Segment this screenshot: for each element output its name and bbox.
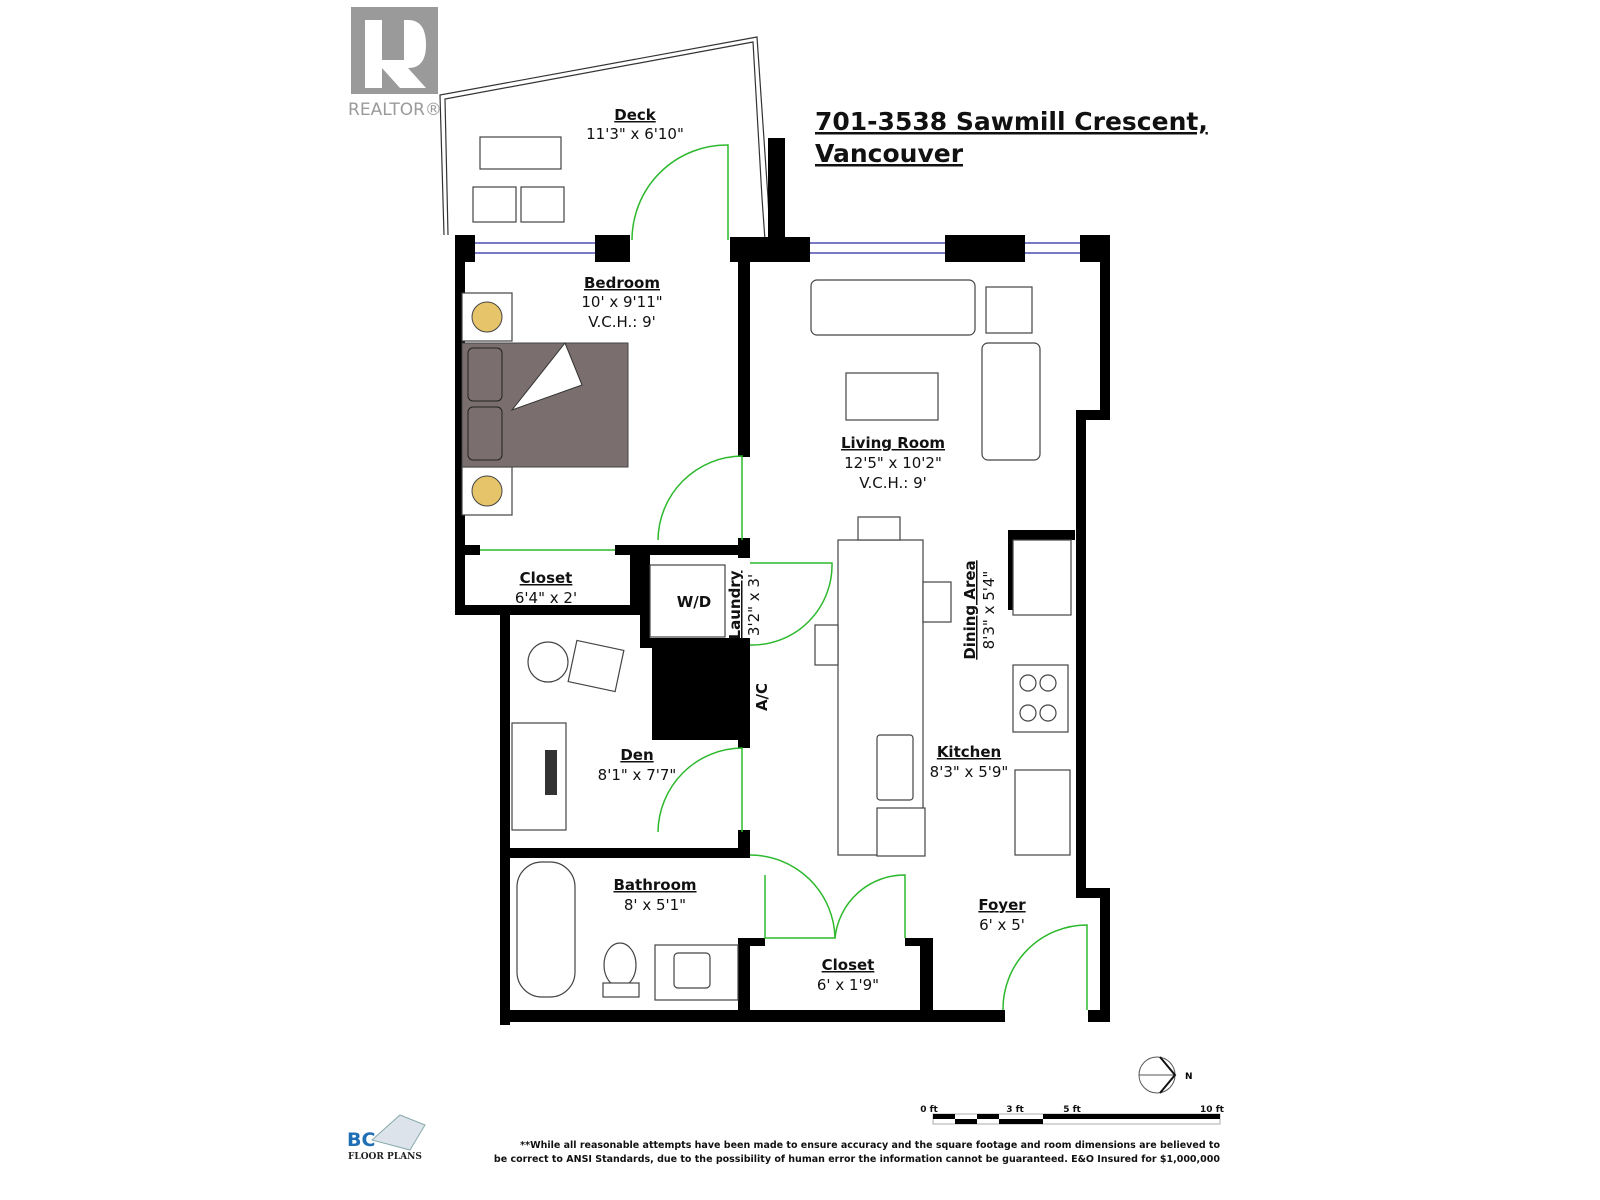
bedroom-ceiling: V.C.H.: 9' <box>588 313 656 331</box>
laundry-dims: 3'2" x 3' <box>745 574 763 636</box>
realtor-logo-text: REALTOR® <box>348 100 442 120</box>
scale-label: 5 ft <box>1063 1105 1081 1115</box>
scale-label: 0 ft <box>920 1105 938 1115</box>
foyer-closet-label: Closet <box>822 956 875 974</box>
dining-area-dims: 8'3" x 5'4" <box>980 571 998 650</box>
disclaimer-line-2: be correct to ANSI Standards, due to the… <box>494 1154 1220 1165</box>
washer-dryer-label: W/D <box>677 593 711 611</box>
scale-label: 10 ft <box>1200 1105 1225 1115</box>
bedroom-closet-label: Closet <box>520 569 573 587</box>
deck-dims: 11'3" x 6'10" <box>586 125 684 143</box>
dining-area-label: Dining Area <box>961 560 979 659</box>
doors <box>480 455 1088 1011</box>
den-dims: 8'1" x 7'7" <box>598 766 677 784</box>
compass-icon: N <box>1138 1056 1193 1094</box>
bedroom-dims: 10' x 9'11" <box>581 293 662 311</box>
bathroom-label: Bathroom <box>613 876 696 894</box>
foyer-label: Foyer <box>978 896 1026 914</box>
living-room-dims: 12'5" x 10'2" <box>844 454 942 472</box>
deck <box>439 36 771 241</box>
foyer-dims: 6' x 5' <box>979 916 1025 934</box>
bedroom-label: Bedroom <box>584 274 660 292</box>
compass-north-label: N <box>1185 1072 1193 1082</box>
disclaimer-line-1: **While all reasonable attempts have bee… <box>520 1140 1220 1151</box>
address-line-2: Vancouver <box>815 139 964 168</box>
foyer-closet-dims: 6' x 1'9" <box>817 976 879 994</box>
den-label: Den <box>620 746 653 764</box>
living-room-ceiling: V.C.H.: 9' <box>859 474 927 492</box>
furniture <box>461 279 1072 1001</box>
kitchen-dims: 8'3" x 5'9" <box>930 763 1009 781</box>
living-room-label: Living Room <box>841 434 945 452</box>
bc-floor-plans-logo: BC FLOOR PLANS <box>347 1114 426 1162</box>
ac-label: A/C <box>753 683 771 711</box>
address-line-1: 701-3538 Sawmill Crescent, <box>815 107 1208 136</box>
bedroom-closet-dims: 6'4" x 2' <box>515 589 577 607</box>
scale-bar: 0 ft 3 ft 5 ft 10 ft <box>920 1105 1225 1125</box>
laundry-label: Laundry <box>726 570 744 639</box>
bc-logo-text: BC <box>347 1129 375 1151</box>
bathroom-dims: 8' x 5'1" <box>624 896 686 914</box>
floor-plans-logo-text: FLOOR PLANS <box>348 1152 422 1162</box>
kitchen-label: Kitchen <box>937 743 1001 761</box>
realtor-logo: REALTOR® <box>348 7 442 120</box>
scale-label: 3 ft <box>1006 1105 1024 1115</box>
deck-label: Deck <box>614 106 657 124</box>
walls <box>455 138 1110 1025</box>
